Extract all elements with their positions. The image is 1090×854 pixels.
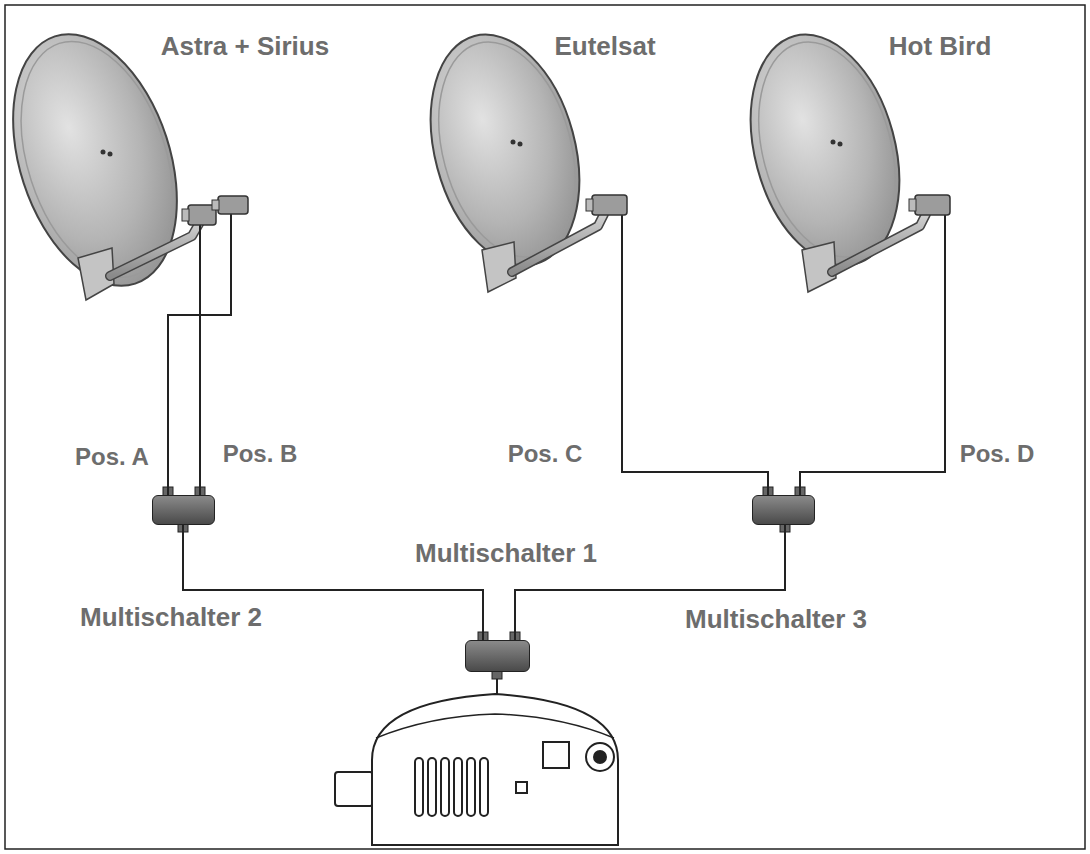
switch-label: Multischalter 1 xyxy=(415,539,597,569)
switch-label: Multischalter 2 xyxy=(80,603,262,633)
frame xyxy=(5,5,1085,849)
satellite-dish: Astra + Sirius xyxy=(20,25,340,300)
position-label: Pos. D xyxy=(960,440,1035,468)
coax-cable xyxy=(800,300,945,495)
switch-ports xyxy=(163,487,805,679)
receiver-cable xyxy=(496,679,498,694)
dish-drawing xyxy=(20,25,340,300)
dish-drawing xyxy=(410,25,680,300)
coax-cable xyxy=(199,300,201,495)
multiswitch-box: Multischalter 2 xyxy=(152,495,215,525)
satellite-dish: Hot Bird xyxy=(730,25,1030,300)
coax-cable xyxy=(168,300,231,495)
multiswitch-box: Multischalter 1 xyxy=(465,640,530,672)
position-label: Pos. B xyxy=(223,440,298,468)
satellite-name: Eutelsat xyxy=(554,32,655,62)
coax-cable xyxy=(622,300,768,495)
satellite-name: Hot Bird xyxy=(889,32,992,62)
dish-drawing xyxy=(730,25,1030,300)
receiver xyxy=(335,694,618,845)
switch-label: Multischalter 3 xyxy=(685,605,867,635)
position-label: Pos. C xyxy=(508,440,583,468)
satellite-dish: Eutelsat xyxy=(410,25,680,300)
satellite-name: Astra + Sirius xyxy=(161,32,329,62)
multiswitch-box: Multischalter 3 xyxy=(752,495,815,525)
position-label: Pos. A xyxy=(75,443,149,471)
